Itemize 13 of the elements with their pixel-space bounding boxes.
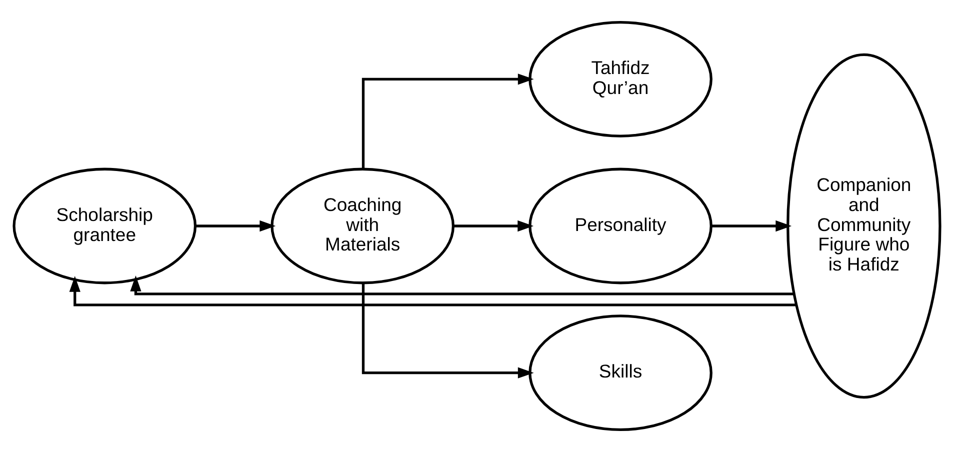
node-ellipse: Tahfidz Qur’an [528,20,712,138]
node-ellipse: Personality [528,168,712,284]
node-ellipse: Skills [528,314,712,432]
arrow [362,74,534,169]
arrow [196,220,276,232]
arrow [69,276,796,306]
node-ellipse: Scholarship grantee [12,168,197,284]
node-ellipse: Coaching with Materials [270,168,455,284]
arrow [130,276,794,296]
arrow [711,220,792,232]
node-ellipse: Companion and Community Figure who is Hafidz [786,53,942,399]
arrow [362,283,534,378]
arrow [454,220,534,232]
